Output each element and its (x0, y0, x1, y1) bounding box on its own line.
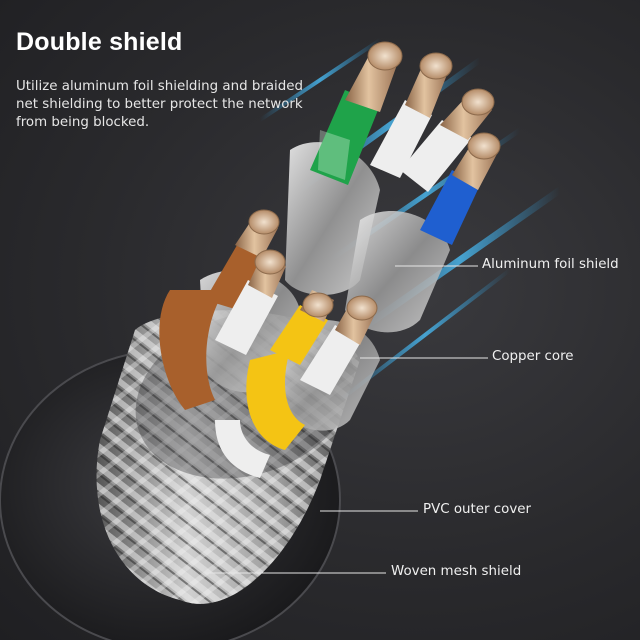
green-wire-pair (310, 41, 453, 185)
callout-label-aluminum-foil-shield: Aluminum foil shield (482, 257, 619, 272)
brown-wire-pair (159, 209, 286, 410)
callout-label-copper-core: Copper core (492, 349, 574, 364)
callout-lines (205, 265, 488, 574)
callout-label-pvc-outer-cover: PVC outer cover (423, 502, 531, 517)
callout-label-woven-mesh-shield: Woven mesh shield (391, 564, 522, 579)
description-text: Utilize aluminum foil shielding and brai… (16, 79, 304, 130)
blue-wire-pair (400, 88, 501, 245)
yellow-wire-pair (215, 290, 378, 478)
page-title: Double shield (16, 28, 183, 56)
